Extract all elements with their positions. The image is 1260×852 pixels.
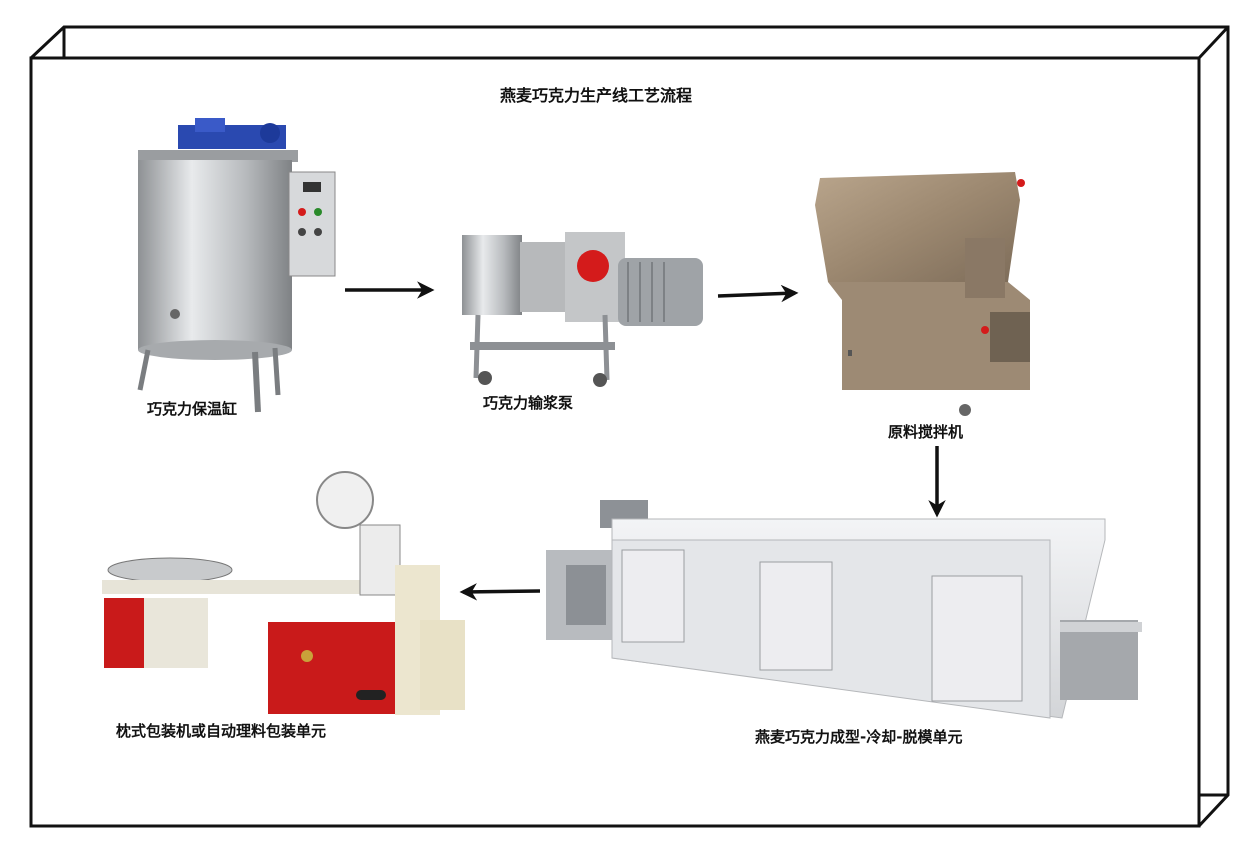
arrow-pump-to-mixer: [717, 284, 799, 303]
diagram-title: 燕麦巧克力生产线工艺流程: [500, 86, 693, 105]
step-label-pump: 巧克力输浆泵: [483, 394, 574, 412]
pump-illustration: [462, 232, 703, 387]
flow-arrows: [345, 281, 946, 601]
mixer-illustration: [815, 172, 1030, 416]
holding-tank-illustration: [137, 118, 336, 413]
packaging-machine-illustration: [102, 471, 465, 715]
arrow-tunnel-to-packaging: [459, 583, 541, 601]
step-label-tunnel: 燕麦巧克力成型-冷却-脱模单元: [755, 728, 963, 746]
step-label-packaging: 枕式包装机或自动理料包装单元: [116, 722, 327, 740]
step-label-mixer: 原料搅拌机: [888, 423, 964, 441]
step-label-holding-tank: 巧克力保温缸: [147, 400, 238, 418]
tunnel-illustration: [546, 500, 1142, 719]
frame-box: [29, 25, 1230, 828]
